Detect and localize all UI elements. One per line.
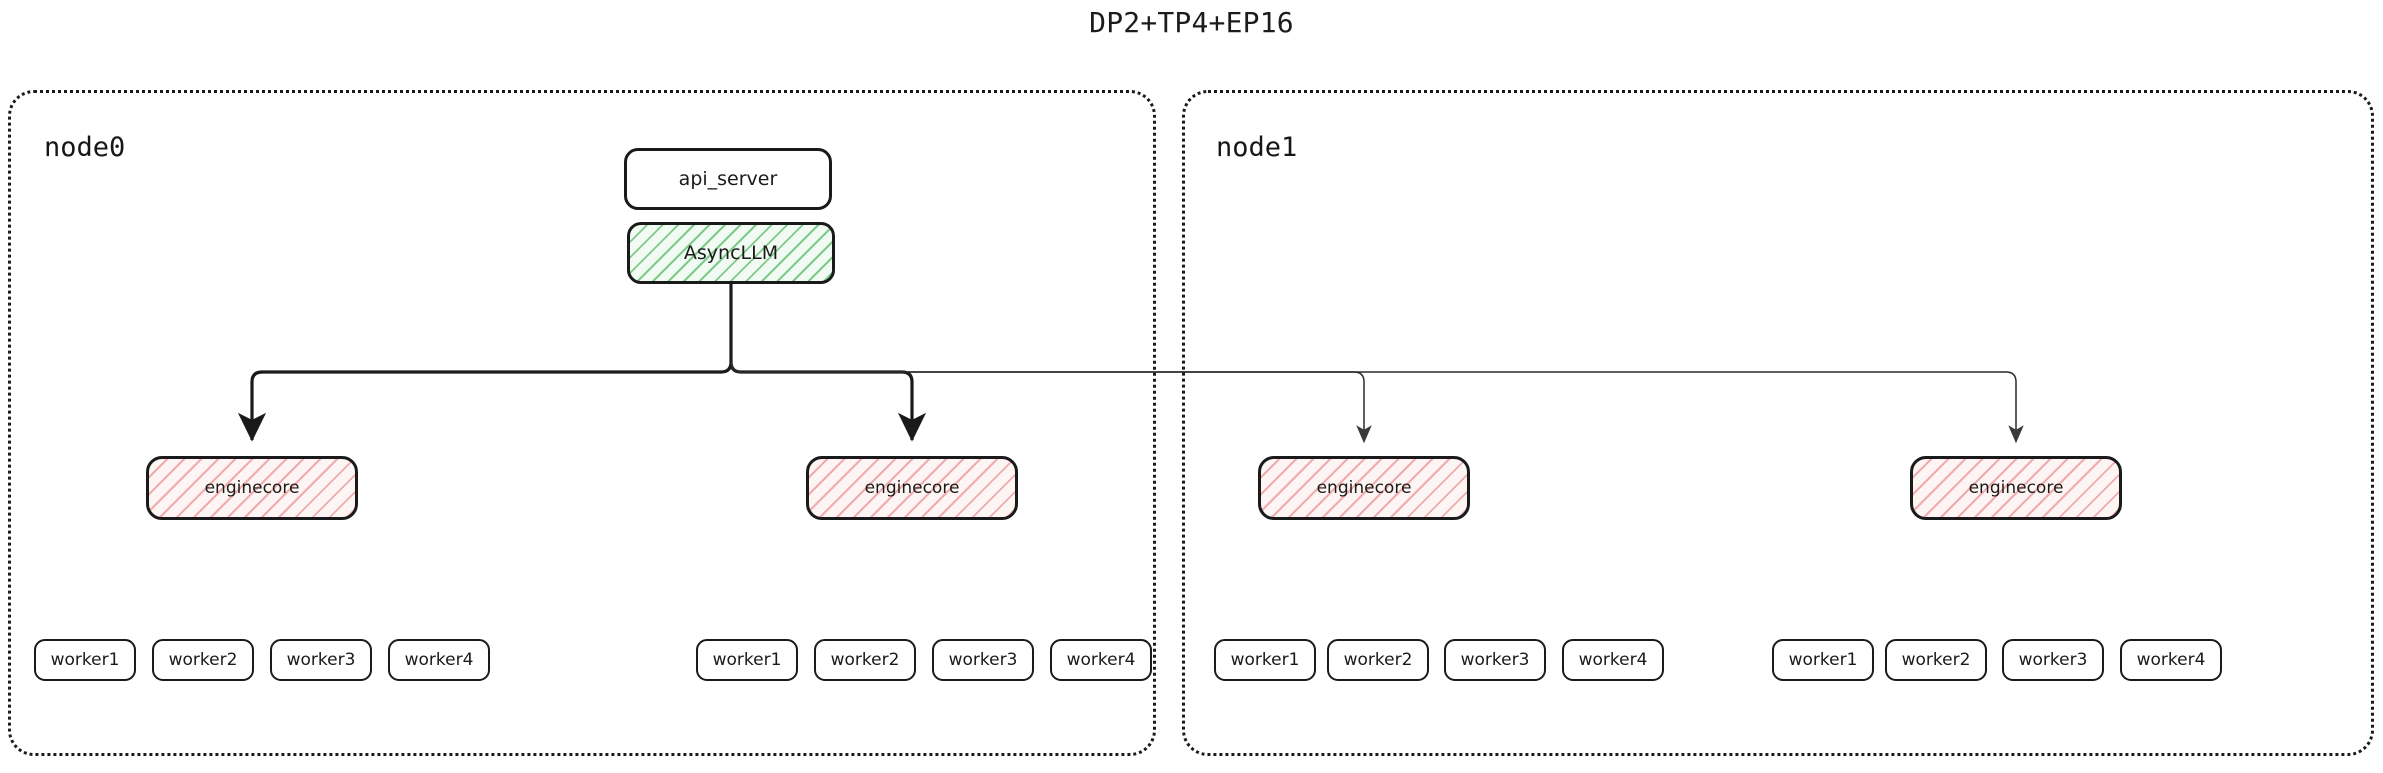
worker-box[interactable]: worker3 <box>2002 639 2104 681</box>
worker-box[interactable]: worker3 <box>932 639 1034 681</box>
enginecore-box[interactable]: enginecore <box>1258 456 1470 520</box>
enginecore-box[interactable]: enginecore <box>146 456 358 520</box>
worker-box[interactable]: worker2 <box>1327 639 1429 681</box>
async-llm-box[interactable]: AsyncLLM <box>627 222 835 284</box>
worker-box[interactable]: worker1 <box>696 639 798 681</box>
api-server-box[interactable]: api_server <box>624 148 832 210</box>
worker-box[interactable]: worker3 <box>270 639 372 681</box>
node-label-node1: node1 <box>1216 132 1298 163</box>
enginecore-box[interactable]: enginecore <box>1910 456 2122 520</box>
worker-box[interactable]: worker4 <box>388 639 490 681</box>
page-title: DP2+TP4+EP16 <box>1089 6 1294 39</box>
enginecore-box[interactable]: enginecore <box>806 456 1018 520</box>
worker-box[interactable]: worker3 <box>1444 639 1546 681</box>
worker-box[interactable]: worker2 <box>1885 639 1987 681</box>
worker-box[interactable]: worker4 <box>1562 639 1664 681</box>
worker-box[interactable]: worker1 <box>34 639 136 681</box>
node-label-node0: node0 <box>44 132 126 163</box>
worker-box[interactable]: worker1 <box>1772 639 1874 681</box>
worker-box[interactable]: worker4 <box>2120 639 2222 681</box>
worker-box[interactable]: worker1 <box>1214 639 1316 681</box>
worker-box[interactable]: worker2 <box>152 639 254 681</box>
worker-box[interactable]: worker4 <box>1050 639 1152 681</box>
worker-box[interactable]: worker2 <box>814 639 916 681</box>
